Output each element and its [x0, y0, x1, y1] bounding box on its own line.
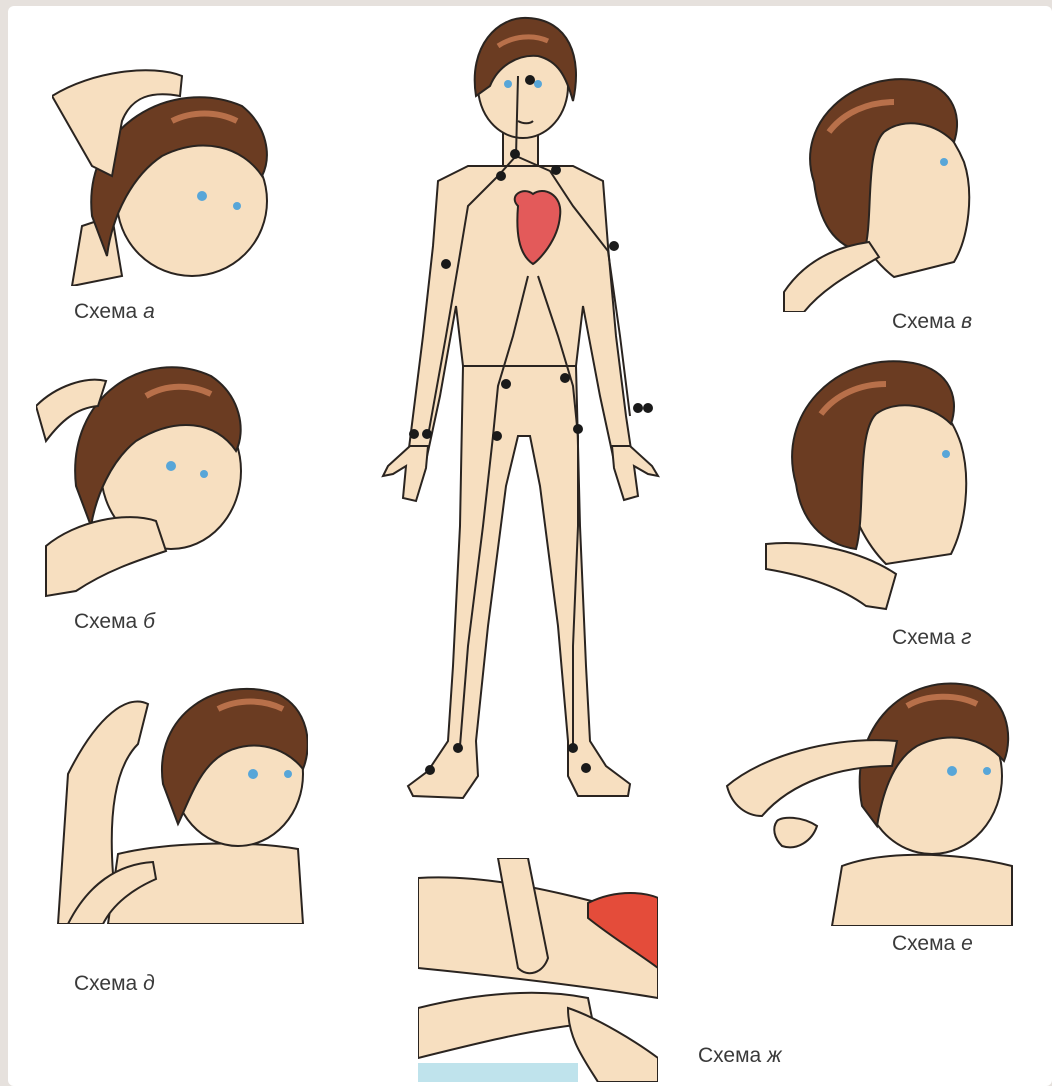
lymph-node — [560, 373, 570, 383]
scheme-e-illustration — [722, 666, 1022, 926]
eye — [248, 769, 258, 779]
eye — [942, 450, 950, 458]
scheme-v-svg — [774, 62, 984, 312]
caption-word: Схема — [892, 932, 955, 955]
caption-word: Схема — [74, 972, 137, 995]
caption-word: Схема — [698, 1044, 761, 1067]
eye — [983, 767, 991, 775]
lymph-node — [425, 765, 435, 775]
scheme-g-svg — [756, 344, 976, 614]
lymph-node — [525, 75, 535, 85]
scheme-a-svg — [52, 66, 282, 286]
eye — [284, 770, 292, 778]
eye — [166, 461, 176, 471]
right-eye — [534, 80, 542, 88]
lymph-node — [496, 171, 506, 181]
eye — [947, 766, 957, 776]
lymph-node — [492, 431, 502, 441]
scheme-a-illustration — [52, 66, 282, 286]
left-hand — [383, 446, 428, 501]
central-body-figure — [368, 6, 688, 806]
caption-word: Схема — [892, 626, 955, 649]
examiner-hand — [784, 242, 879, 312]
table-sheet — [418, 1063, 578, 1082]
caption-word: Схема — [74, 610, 137, 633]
caption-word: Схема — [892, 310, 955, 333]
caption-letter: ж — [767, 1044, 781, 1067]
lymph-node — [568, 743, 578, 753]
left-eye — [504, 80, 512, 88]
scheme-d-svg — [38, 674, 308, 924]
lymph-node — [501, 379, 511, 389]
caption-letter: г — [961, 626, 971, 649]
caption-letter: а — [143, 300, 155, 323]
lymph-node — [609, 241, 619, 251]
lymph-node — [422, 429, 432, 439]
scheme-e-svg — [722, 666, 1022, 926]
examiner-fist — [774, 818, 817, 848]
caption-scheme-d: Схема д — [74, 972, 155, 996]
scheme-zh-illustration — [418, 858, 658, 1082]
lymph-node — [551, 165, 561, 175]
lymph-node — [441, 259, 451, 269]
caption-scheme-a: Схема а — [74, 300, 155, 324]
lymph-node — [643, 403, 653, 413]
scheme-d-illustration — [38, 674, 308, 924]
caption-scheme-v: Схема в — [892, 310, 972, 334]
scheme-zh-svg — [418, 858, 658, 1082]
eye — [197, 191, 207, 201]
eye — [233, 202, 241, 210]
lymph-node — [453, 743, 463, 753]
eye — [940, 158, 948, 166]
legs — [408, 366, 630, 798]
caption-scheme-e: Схема е — [892, 932, 973, 956]
caption-word: Схема — [74, 300, 137, 323]
lymph-node — [510, 149, 520, 159]
eye — [200, 470, 208, 478]
scheme-b-illustration — [36, 346, 266, 601]
caption-scheme-g: Схема г — [892, 626, 971, 650]
lymph-node — [633, 403, 643, 413]
scheme-b-svg — [36, 346, 266, 601]
scheme-v-illustration — [774, 62, 984, 312]
lymph-node — [573, 424, 583, 434]
illustration-card: Схема а Схема б Схема в — [8, 6, 1052, 1086]
scheme-g-illustration — [756, 344, 976, 614]
caption-letter: д — [143, 972, 155, 995]
body-figure-svg — [368, 6, 688, 806]
caption-letter: б — [143, 610, 155, 633]
examiner-hand-chin — [46, 517, 166, 596]
caption-scheme-zh: Схема ж — [698, 1044, 782, 1068]
caption-letter: е — [961, 932, 973, 955]
shoulder — [832, 855, 1012, 926]
caption-scheme-b: Схема б — [74, 610, 155, 634]
lymph-node — [581, 763, 591, 773]
caption-letter: в — [961, 310, 972, 333]
lymph-node — [409, 429, 419, 439]
right-hand — [612, 446, 658, 500]
